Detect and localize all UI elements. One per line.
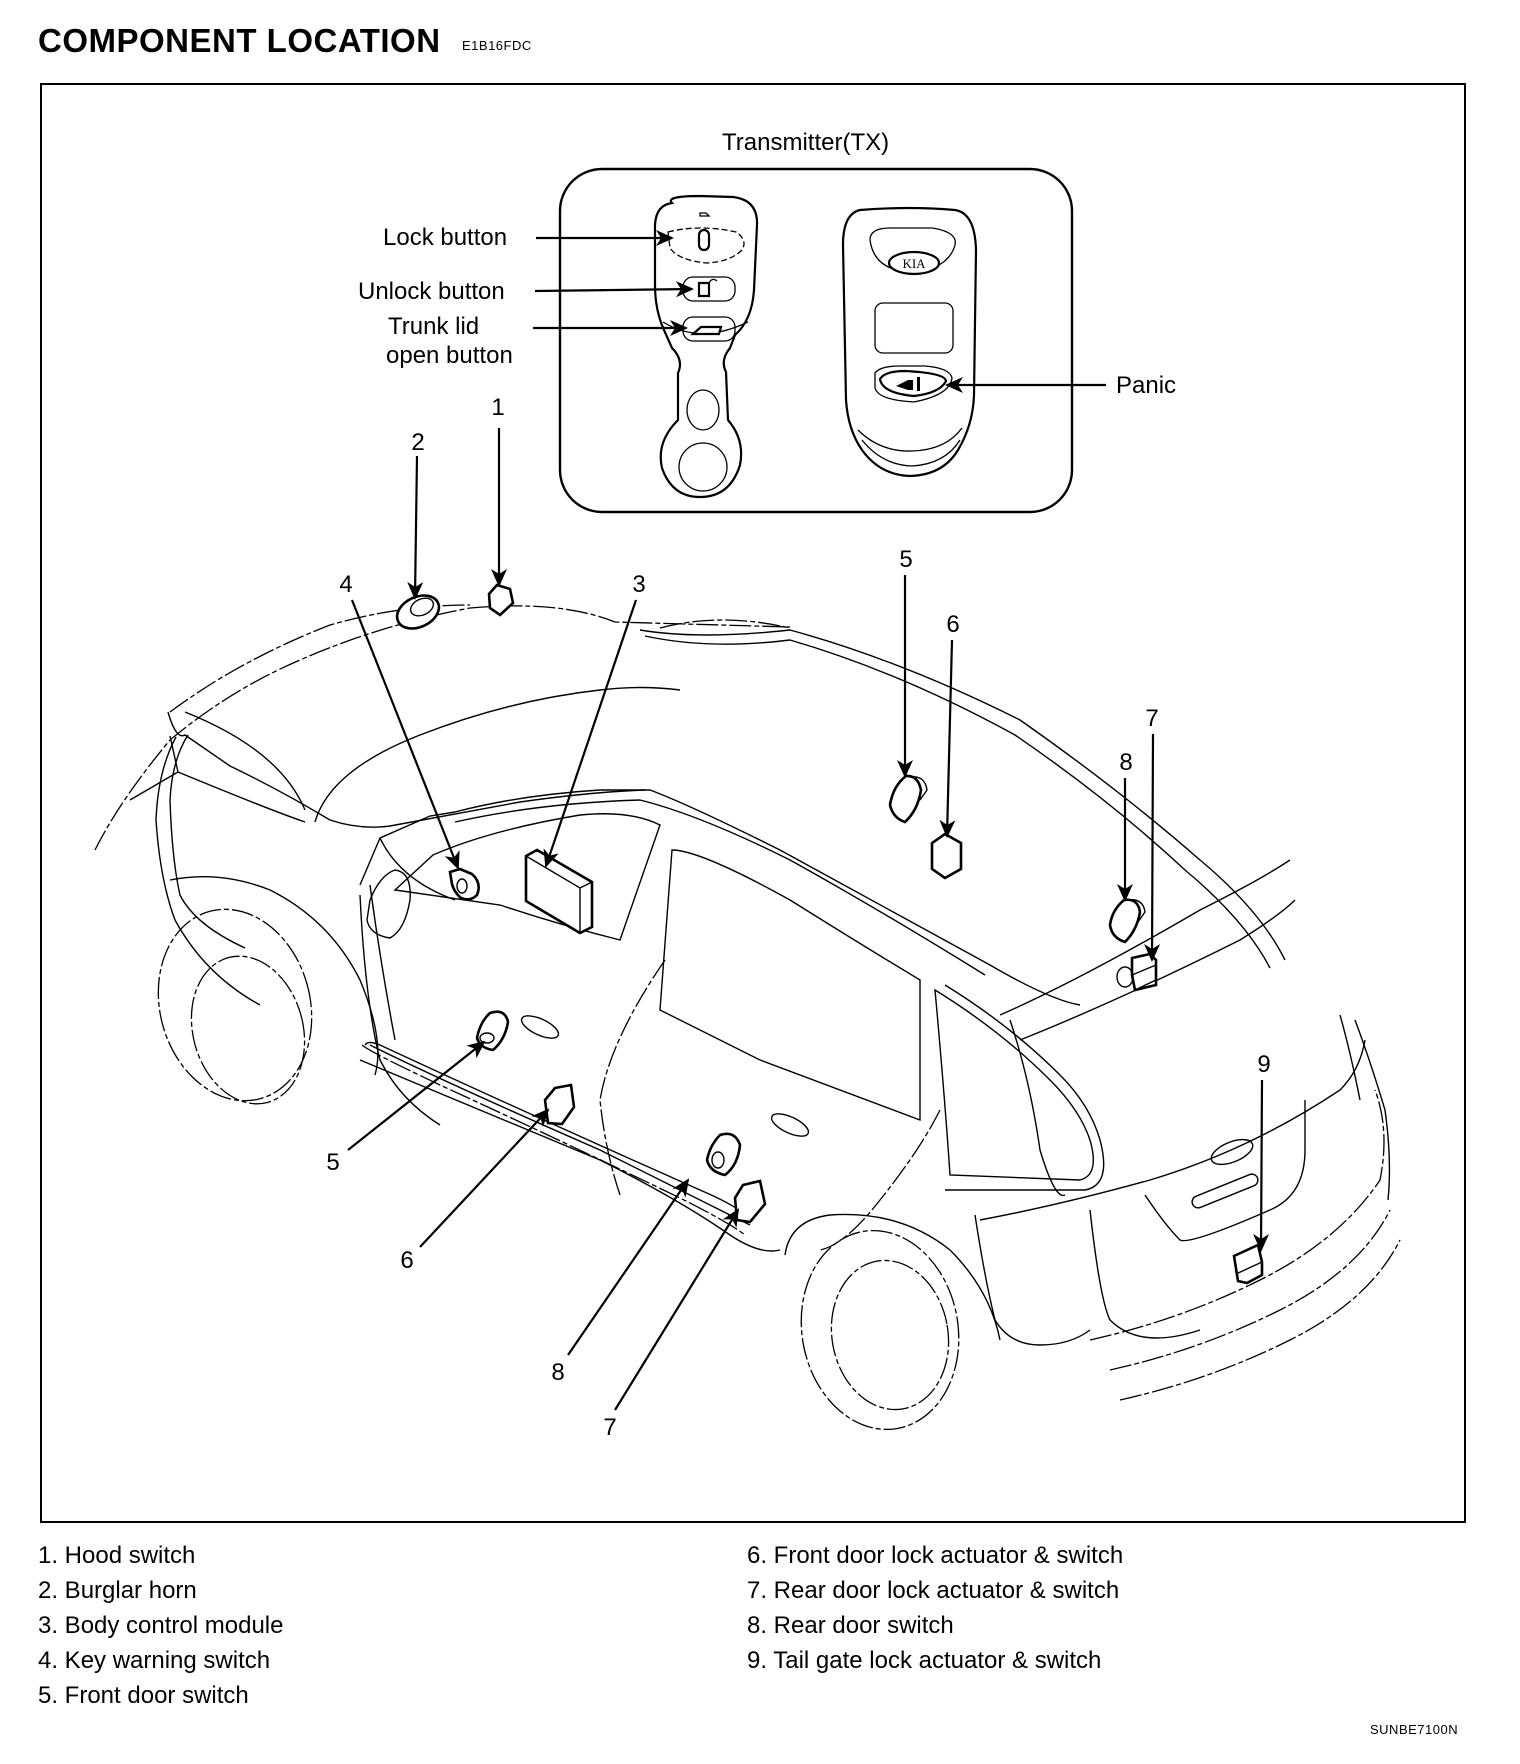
legend-left: 1. Hood switch 2. Burglar horn 3. Body c… [38,1538,283,1713]
callout-7-upper-leader [1144,733,1161,962]
front-door-lock-actuator-upper-icon [930,832,963,880]
kia-logo [887,250,941,276]
components [395,583,1264,1285]
callout-1: 1 [491,394,504,421]
callout-4: 4 [339,571,352,598]
lock-button-label: Lock button [383,224,507,251]
callout-6-upper: 6 [946,611,959,638]
callout-9-leader [1253,1079,1270,1252]
front-door-switch-upper-icon [888,774,928,824]
callout-7-lower-leader [614,1208,740,1411]
callout-6-lower: 6 [400,1247,413,1274]
callout-5-lower-leader [347,1040,486,1151]
trunk-button-label-line1: Trunk lid [388,313,479,340]
burglar-horn-icon [395,594,441,630]
callout-8-upper: 8 [1119,749,1132,776]
front-door-switch-lower-icon [475,1010,510,1052]
transmitter-panel: Transmitter(TX) [358,129,1176,514]
key-fob-front [653,194,759,499]
callouts: 1 2 3 4 5 6 7 8 5 6 8 7 9 [326,394,1270,1441]
figure-code: SUNBE7100N [1370,1722,1459,1737]
panic-label: Panic [1116,372,1176,399]
callout-5-lower: 5 [326,1149,339,1176]
body-control-module-icon [524,848,594,935]
trunk-icon [690,325,723,336]
callout-4-leader [350,599,460,870]
callout-7-lower: 7 [603,1414,616,1441]
key-fob-back: KIA [841,206,978,478]
callout-3: 3 [632,571,645,598]
section-code: E1B16FDC [462,38,532,53]
rear-door-lock-actuator-upper-icon [1116,952,1158,992]
legend-item: 2. Burglar horn [38,1577,197,1604]
rear-door-switch-upper-icon [1108,898,1146,944]
lock-button[interactable] [667,227,745,264]
front-door-lock-actuator-lower-icon [543,1083,576,1126]
legend-item: 9. Tail gate lock actuator & switch [747,1647,1102,1674]
legend-item: 4. Key warning switch [38,1647,271,1674]
callout-8-lower-leader [567,1178,690,1356]
callout-2: 2 [411,429,424,456]
vehicle-outline [94,604,1401,1431]
page-title: COMPONENT LOCATION [38,22,441,59]
led-indicator-icon [699,212,711,217]
unlock-button-label: Unlock button [358,278,505,305]
callout-9: 9 [1257,1051,1270,1078]
unlock-icon [697,281,711,298]
lock-icon [697,228,711,252]
legend-item: 5. Front door switch [38,1682,249,1709]
kia-logo-text: KIA [902,256,926,271]
rear-door-switch-lower-icon [705,1132,742,1177]
tailgate-lock-actuator-icon [1232,1243,1264,1285]
legend-item: 8. Rear door switch [747,1612,954,1639]
transmitter-box [558,167,1074,514]
diagram-frame [40,83,1466,1523]
callout-2-leader [407,455,424,600]
rear-door-lock-actuator-lower-icon [733,1179,767,1224]
legend-item: 6. Front door lock actuator & switch [747,1542,1124,1569]
callout-3-leader [543,599,638,868]
callout-6-lower-leader [419,1108,550,1248]
key-warning-switch-icon [448,867,480,901]
legend-item: 7. Rear door lock actuator & switch [747,1577,1120,1604]
callout-8-lower: 8 [551,1359,564,1386]
legend-item: 3. Body control module [38,1612,284,1639]
panic-horn-icon [896,377,920,391]
unlock-button-leader [534,281,694,298]
callout-7-upper: 7 [1145,705,1158,732]
callout-6-upper-leader [939,639,956,838]
legend-right: 6. Front door lock actuator & switch 7. … [747,1538,1123,1678]
hood-switch-icon [487,583,515,617]
callout-5-upper: 5 [899,546,912,573]
legend-item: 1. Hood switch [38,1542,196,1569]
trunk-button-label-line2: open button [386,342,513,369]
transmitter-title: Transmitter(TX) [722,129,889,156]
